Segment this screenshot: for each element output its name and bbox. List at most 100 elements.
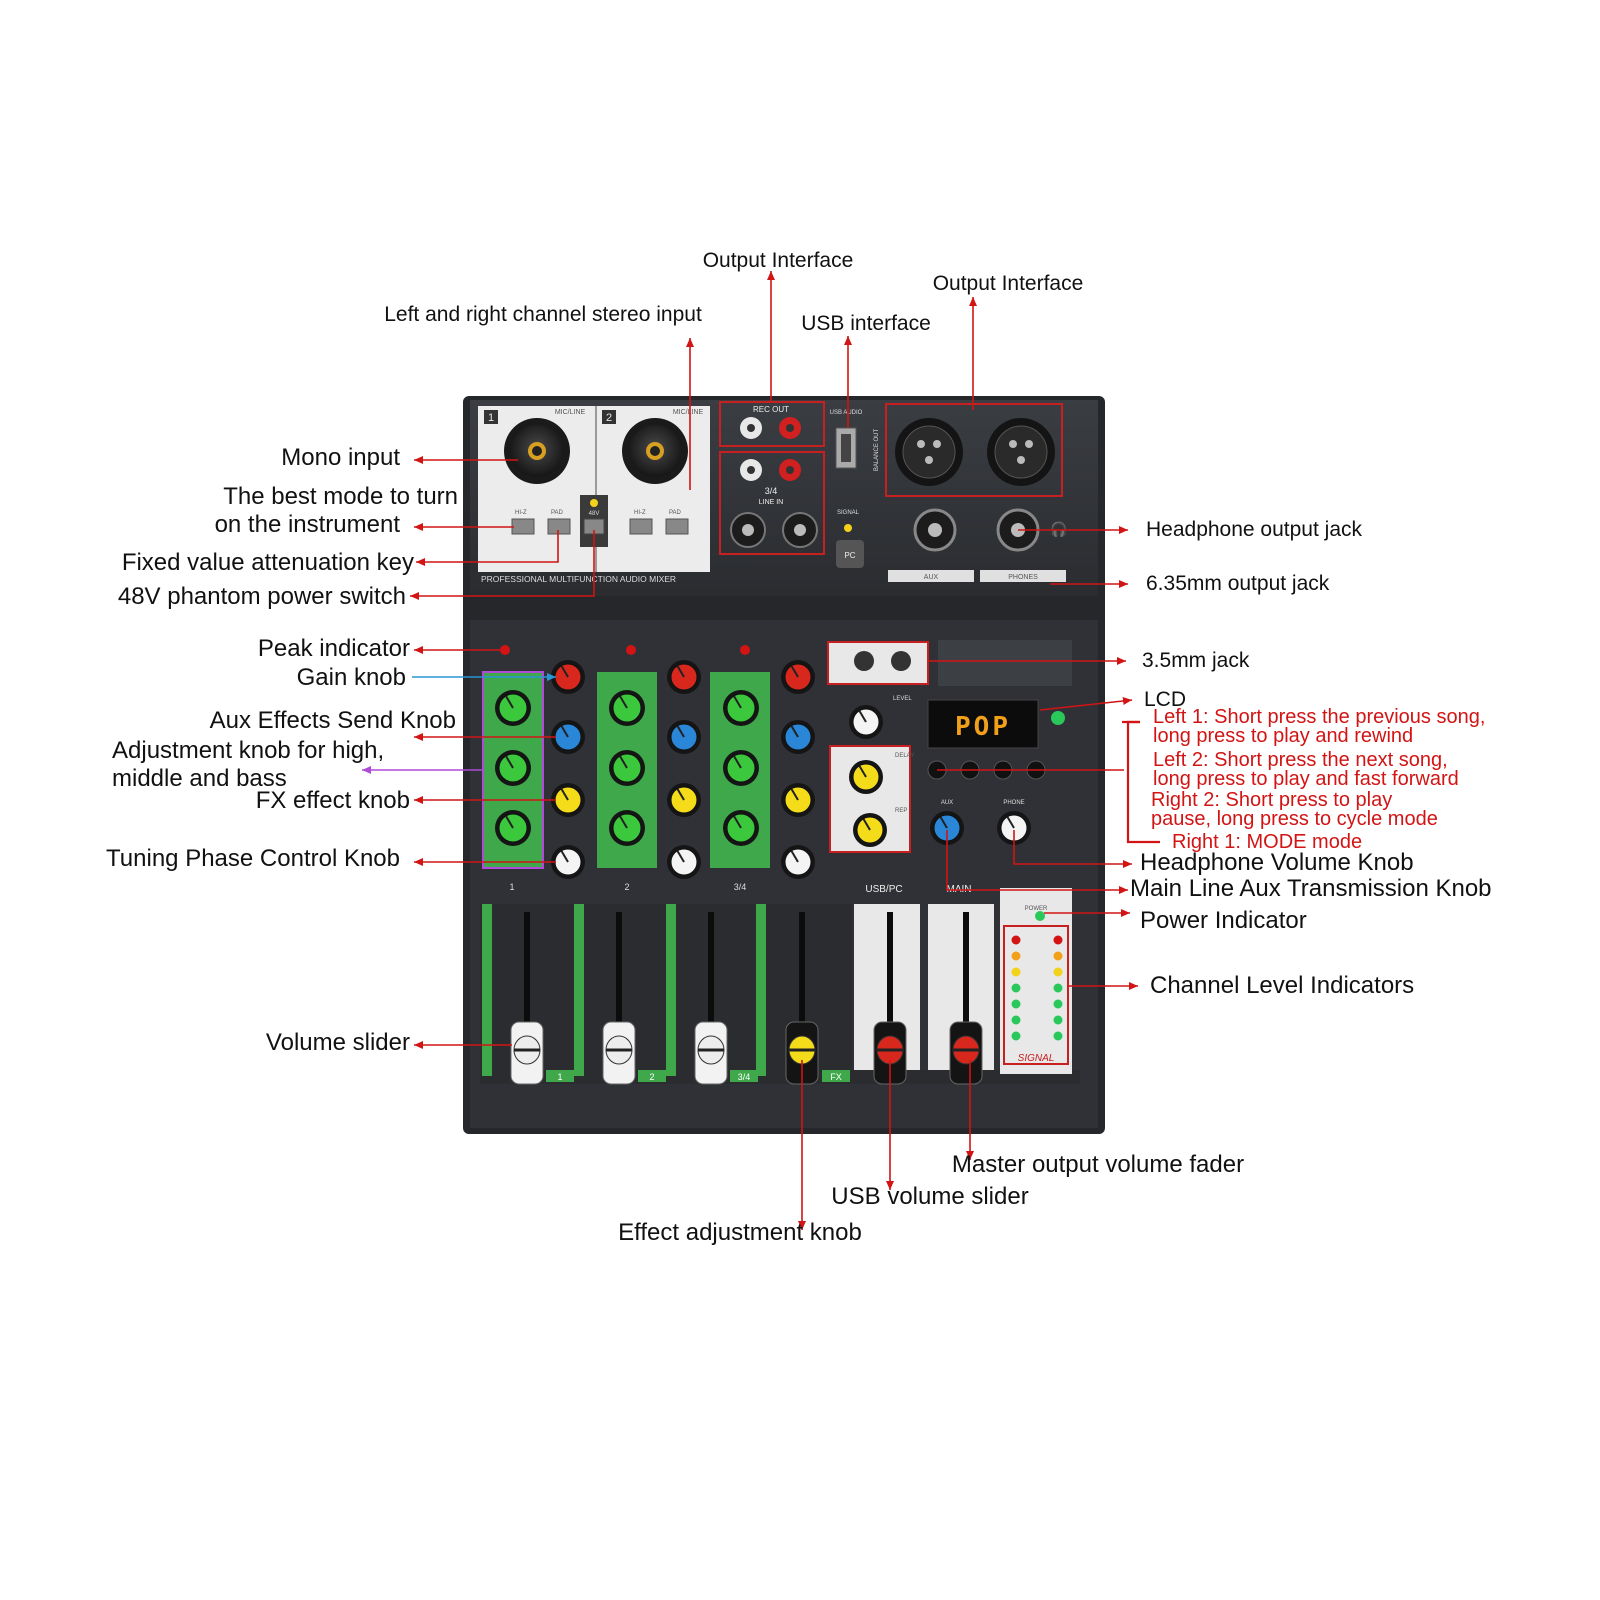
aux-knob-34[interactable] bbox=[781, 720, 815, 754]
meter-led bbox=[1053, 1015, 1063, 1025]
label-main-aux: Main Line Aux Transmission Knob bbox=[1130, 875, 1492, 902]
jack-35-in[interactable] bbox=[854, 651, 874, 671]
fader-usb[interactable] bbox=[873, 912, 907, 1085]
eq-mid-knob-2[interactable] bbox=[609, 750, 645, 786]
delay-label: DELAY bbox=[895, 753, 914, 759]
channel-number-1: 1 bbox=[509, 882, 514, 892]
fader-1[interactable] bbox=[510, 912, 544, 1085]
xlr-out-left[interactable] bbox=[895, 418, 963, 486]
fader-bay bbox=[480, 904, 1080, 1084]
fx-knob-2[interactable] bbox=[667, 783, 701, 817]
main-aux-knob[interactable] bbox=[930, 811, 964, 845]
mic-line-label-2: MIC/LINE bbox=[673, 409, 704, 416]
pc-button[interactable] bbox=[836, 540, 864, 568]
ch1-badge bbox=[484, 410, 498, 424]
xlr-out-right[interactable] bbox=[987, 418, 1055, 486]
pan-knob-1[interactable] bbox=[551, 845, 585, 879]
label-phantom: 48V phantom power switch bbox=[118, 583, 406, 610]
label-headphone-volume: Headphone Volume Knob bbox=[1140, 849, 1414, 876]
meter-led bbox=[1011, 983, 1021, 993]
knob-array bbox=[495, 660, 1031, 879]
fader-tag-bg bbox=[546, 1070, 574, 1082]
fader-2[interactable] bbox=[602, 912, 636, 1085]
hiz-switch-1[interactable] bbox=[511, 518, 535, 535]
gain-knob-2[interactable] bbox=[667, 660, 701, 694]
line-in-rca[interactable] bbox=[740, 459, 801, 481]
pad-switch-2[interactable] bbox=[665, 518, 689, 535]
hiz-label-1: HI-Z bbox=[515, 510, 527, 516]
arrow-main-aux bbox=[946, 830, 1128, 894]
pan-knob-2[interactable] bbox=[667, 845, 701, 879]
label-level-indicators: Channel Level Indicators bbox=[1150, 972, 1414, 999]
fader-main[interactable] bbox=[949, 912, 983, 1085]
combo-jack-1[interactable] bbox=[504, 418, 570, 484]
note-right2-a: Right 2: Short press to play bbox=[1151, 789, 1392, 811]
eq-low-knob-34[interactable] bbox=[723, 810, 759, 846]
fx-level-knob[interactable] bbox=[849, 705, 883, 739]
label-usb-interface: USB interface bbox=[801, 312, 931, 335]
eq-low-knob-2[interactable] bbox=[609, 810, 645, 846]
aux-jack-label: AUX bbox=[924, 574, 939, 581]
label-output-interface-top: Output Interface bbox=[703, 249, 854, 272]
gain-knob-34[interactable] bbox=[781, 660, 815, 694]
meter-led bbox=[1011, 1031, 1021, 1041]
line-in-label-2: LINE IN bbox=[759, 499, 784, 506]
eq-high-knob-2[interactable] bbox=[609, 690, 645, 726]
aux-knob-1[interactable] bbox=[551, 720, 585, 754]
label-power-indicator: Power Indicator bbox=[1140, 907, 1307, 934]
usb-audio-label: USB AUDIO bbox=[830, 410, 863, 416]
signal-label: SIGNAL bbox=[837, 510, 860, 516]
phones-jack-label: PHONES bbox=[1008, 574, 1038, 581]
hiz-switch-2[interactable] bbox=[629, 518, 653, 535]
meter-led bbox=[1011, 951, 1021, 961]
line-in-label-1: 3/4 bbox=[765, 486, 778, 496]
arrow-lcd bbox=[1039, 696, 1133, 711]
label-gain-knob: Gain knob bbox=[297, 664, 406, 691]
channel-number-2: 2 bbox=[624, 882, 629, 892]
fader-fx[interactable] bbox=[785, 912, 819, 1085]
meter-box bbox=[1003, 925, 1069, 1065]
lcd-text: POP bbox=[955, 712, 1011, 742]
rec-out-label: REC OUT bbox=[753, 405, 789, 414]
eq-low-knob-1[interactable] bbox=[495, 810, 531, 846]
phantom-led bbox=[590, 499, 598, 507]
label-master-fader: Master output volume fader bbox=[952, 1151, 1244, 1178]
line-in-label: 3/4 bbox=[765, 486, 778, 496]
jack-35-out[interactable] bbox=[891, 651, 911, 671]
pad-label-1: PAD bbox=[551, 510, 564, 516]
combo-jack-2[interactable] bbox=[622, 418, 688, 484]
line-in-quarter-jacks[interactable] bbox=[730, 512, 818, 548]
meter-led bbox=[1011, 935, 1021, 945]
bluetooth-icon bbox=[1051, 711, 1065, 725]
label-headphone-jack: Headphone output jack bbox=[1146, 518, 1362, 541]
pan-knob-34[interactable] bbox=[781, 845, 815, 879]
eq-high-knob-34[interactable] bbox=[723, 690, 759, 726]
level-label: LEVEL bbox=[893, 696, 912, 702]
line-in-box bbox=[719, 451, 825, 555]
balance-out-label: BALANCE OUT bbox=[874, 428, 880, 471]
label-usb-slider: USB volume slider bbox=[831, 1183, 1028, 1210]
fx-knob-1[interactable] bbox=[551, 783, 585, 817]
aux-out-jack[interactable] bbox=[913, 508, 957, 552]
meter-led bbox=[1011, 999, 1021, 1009]
ch2-badge bbox=[602, 410, 616, 424]
gain-knob-1[interactable] bbox=[551, 660, 585, 694]
eq-high-knob-1[interactable] bbox=[495, 690, 531, 726]
rec-out-box bbox=[719, 401, 825, 447]
repeat-knob[interactable] bbox=[853, 813, 887, 847]
eq-mid-knob-1[interactable] bbox=[495, 750, 531, 786]
delay-knob[interactable] bbox=[849, 760, 883, 794]
aux-knob-2[interactable] bbox=[667, 720, 701, 754]
label-volume-slider: Volume slider bbox=[266, 1029, 410, 1056]
fader-34[interactable] bbox=[694, 912, 728, 1085]
fx-knob-34[interactable] bbox=[781, 783, 815, 817]
rec-out-jacks[interactable] bbox=[740, 417, 801, 439]
label-adjust-1: Adjustment knob for high, bbox=[112, 737, 384, 764]
eq-mid-knob-34[interactable] bbox=[723, 750, 759, 786]
label-best-mode-2: on the instrument bbox=[215, 511, 401, 538]
phone-volume-knob[interactable] bbox=[997, 811, 1031, 845]
meter-led bbox=[1053, 999, 1063, 1009]
pad-switch-1[interactable] bbox=[547, 518, 571, 535]
